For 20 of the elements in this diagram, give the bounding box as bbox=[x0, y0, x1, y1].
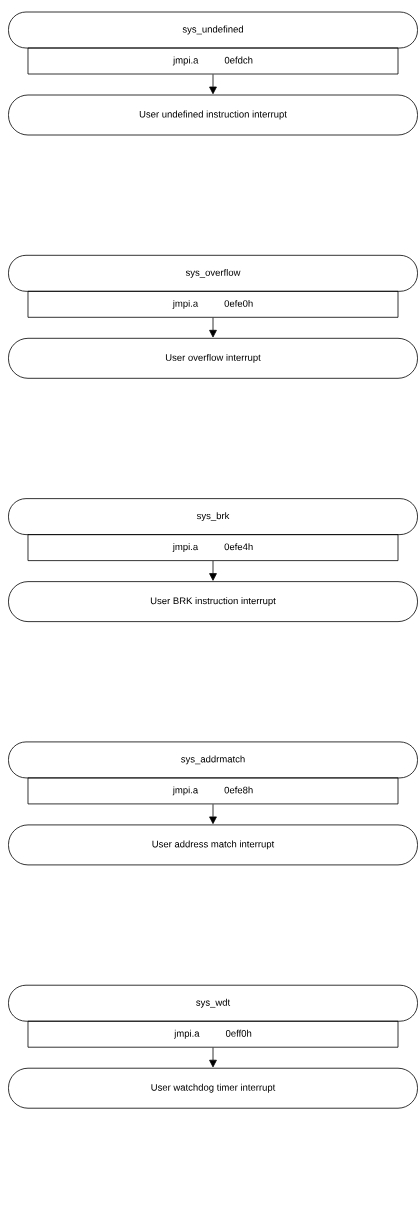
arrow bbox=[209, 1047, 217, 1068]
terminal-box: sys_addrmatch bbox=[8, 741, 418, 779]
terminal-box: User BRK instruction interrupt bbox=[8, 581, 418, 622]
terminal-box: User address match interrupt bbox=[8, 824, 418, 866]
arrow bbox=[209, 317, 217, 338]
terminal-box: sys_undefined bbox=[8, 11, 418, 49]
terminal-box: sys_wdt bbox=[8, 984, 418, 1022]
process-box: jmpi.a 0efe8h bbox=[27, 777, 399, 805]
terminal-box: User overflow interrupt bbox=[8, 337, 418, 379]
process-box: jmpi.a 0eff0h bbox=[27, 1020, 399, 1048]
process-box: jmpi.a 0efe4h bbox=[27, 534, 399, 561]
process-box: jmpi.a 0efe0h bbox=[27, 290, 399, 318]
arrow bbox=[209, 74, 217, 95]
arrow bbox=[209, 803, 217, 824]
terminal-box: sys_brk bbox=[8, 498, 418, 535]
arrow bbox=[209, 560, 217, 581]
terminal-box: sys_overflow bbox=[8, 254, 418, 292]
terminal-box: User undefined instruction interrupt bbox=[8, 94, 418, 136]
process-box: jmpi.a 0efdch bbox=[27, 47, 399, 75]
terminal-box: User watchdog timer interrupt bbox=[8, 1067, 418, 1109]
